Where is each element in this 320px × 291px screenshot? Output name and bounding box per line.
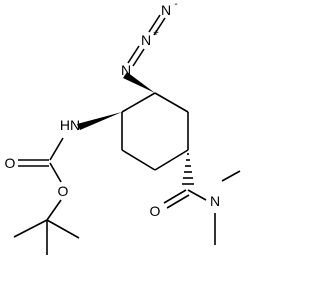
atom-o-carbamate-carbonyl: O <box>5 155 16 171</box>
atom-o-carbamate-ester: O <box>58 183 69 199</box>
ring-bond-c6-c1 <box>121 92 156 113</box>
atom-n-amide: N <box>210 193 220 209</box>
ring-bond-c3-c4 <box>154 149 189 171</box>
atom-o-amide: O <box>150 203 161 219</box>
bond-nh-carbonyl <box>49 137 64 161</box>
ring-bond-c1-c2 <box>154 92 189 113</box>
azide-bond-n1-n2-a <box>127 45 140 64</box>
azide-bond-n1-n2-b <box>132 48 145 67</box>
atom-n-azide-terminal: N <box>161 2 171 18</box>
bond-amide-n-me1 <box>221 170 241 182</box>
azide-bond-n2-n3-a <box>148 14 161 33</box>
atom-nh-carbamate: HN <box>60 117 80 133</box>
bond-amide-co-a <box>163 189 187 204</box>
molecule-structure: N - N + N HN O O O N <box>5 0 241 255</box>
bond-tbu-me2 <box>13 219 48 238</box>
azide-bond-n2-n3-b <box>153 17 166 36</box>
ring-bond-c4-c5 <box>121 149 156 171</box>
bond-oester-tbu <box>46 199 62 221</box>
bond-carbamate-c-oester <box>49 162 62 183</box>
charge-plus: + <box>153 28 159 39</box>
wedge-bond-c1-azide <box>123 72 155 93</box>
wedge-bond-c6-nh <box>77 112 122 130</box>
hash-bond-c3-amide <box>182 153 194 185</box>
atom-n-azide-attached: N <box>121 62 131 78</box>
bond-amide-c-n <box>187 189 207 201</box>
bond-tbu-me3 <box>46 219 80 239</box>
charge-minus: - <box>174 0 177 10</box>
atom-n-azide-central: N <box>141 32 151 48</box>
bond-amide-co-b <box>166 194 190 209</box>
